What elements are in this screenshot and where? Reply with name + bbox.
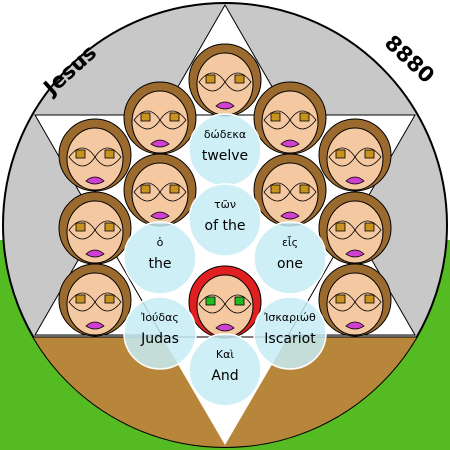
face-8 — [58, 191, 132, 265]
face-skin — [131, 90, 189, 154]
face-mouth — [150, 139, 170, 148]
face-4 — [58, 118, 132, 192]
face-mouth — [345, 321, 365, 330]
face-eye-left — [75, 222, 86, 232]
face-mouth — [280, 139, 300, 148]
face-mouth — [215, 323, 235, 332]
english-word-3: the — [149, 256, 172, 272]
greek-word-5: Ἰούδας — [141, 311, 179, 324]
word-circle-bg — [123, 296, 197, 370]
greek-word-2: τῶν — [214, 198, 236, 211]
word-circle-1: δώδεκα twelve — [188, 113, 262, 187]
face-skin — [261, 90, 319, 154]
face-eye-left — [335, 222, 346, 232]
face-mouth — [85, 176, 105, 185]
face-2 — [123, 81, 197, 155]
word-circle-bg — [253, 296, 327, 370]
face-12 — [188, 265, 262, 339]
word-circle-4: εἷς one — [253, 221, 327, 295]
face-skin — [326, 200, 384, 264]
face-eye-left — [140, 184, 151, 194]
face-skin — [326, 272, 384, 336]
face-5 — [318, 118, 392, 192]
word-circle-bg — [188, 333, 262, 407]
face-eye-right — [299, 112, 310, 122]
face-1 — [188, 43, 262, 117]
face-3 — [253, 81, 327, 155]
face-eye-right — [169, 112, 180, 122]
greek-word-6: Ἰσκαριώθ — [264, 311, 316, 324]
face-mouth — [215, 101, 235, 110]
face-eye-left — [140, 112, 151, 122]
face-eye-right — [234, 74, 245, 84]
word-circles-layer: δώδεκα twelve τῶν of the ὁ the εἷς oneἸούδαςJud… — [123, 113, 327, 407]
face-10 — [58, 263, 132, 337]
face-eye-left — [335, 149, 346, 159]
face-eye-right — [104, 294, 115, 304]
face-eye-left — [75, 149, 86, 159]
greek-word-3: ὁ — [157, 236, 164, 249]
face-mouth — [345, 249, 365, 258]
face-skin — [326, 127, 384, 191]
face-7 — [253, 153, 327, 227]
face-eye-left — [205, 74, 216, 84]
face-eye-right — [104, 149, 115, 159]
face-mouth — [150, 211, 170, 220]
face-eye-right — [364, 222, 375, 232]
face-skin — [66, 272, 124, 336]
greek-word-7: Καὶ — [216, 348, 234, 361]
word-circle-bg — [123, 221, 197, 295]
face-skin — [66, 200, 124, 264]
face-eye-right — [364, 149, 375, 159]
english-word-5: Judas — [140, 331, 179, 347]
english-word-6: Iscariot — [264, 331, 316, 347]
face-eye-right — [104, 222, 115, 232]
english-word-1: twelve — [202, 148, 248, 164]
face-eye-left — [205, 296, 216, 306]
face-eye-right — [169, 184, 180, 194]
face-9 — [318, 191, 392, 265]
face-eye-right — [364, 294, 375, 304]
face-mouth — [85, 249, 105, 258]
word-circle-3: ὁ the — [123, 221, 197, 295]
face-6 — [123, 153, 197, 227]
face-mouth — [280, 211, 300, 220]
face-eye-left — [270, 184, 281, 194]
word-circle-2: τῶν of the — [188, 183, 262, 257]
english-word-4: one — [277, 256, 303, 272]
face-skin — [66, 127, 124, 191]
english-word-2: of the — [205, 218, 246, 234]
face-eye-right — [234, 296, 245, 306]
greek-word-1: δώδεκα — [204, 128, 246, 141]
face-mouth — [345, 176, 365, 185]
face-eye-left — [270, 112, 281, 122]
face-eye-left — [75, 294, 86, 304]
word-circle-bg — [188, 183, 262, 257]
face-11 — [318, 263, 392, 337]
face-eye-left — [335, 294, 346, 304]
face-mouth — [85, 321, 105, 330]
english-word-7: And — [211, 368, 238, 384]
face-eye-right — [299, 184, 310, 194]
word-circle-bg — [253, 221, 327, 295]
greek-word-4: εἷς — [282, 236, 298, 249]
